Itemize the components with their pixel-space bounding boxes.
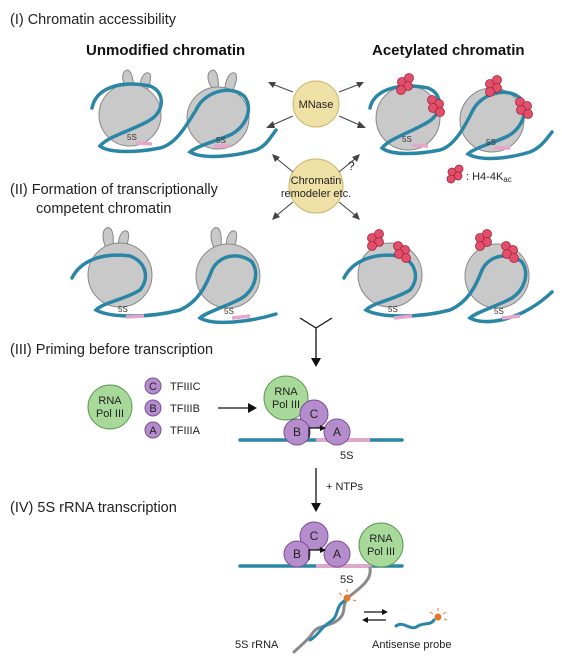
chromatin-remodeler bbox=[288, 158, 344, 214]
tfiiia bbox=[323, 540, 351, 568]
rrna-label: 5S rRNA bbox=[235, 639, 279, 651]
tfiiia bbox=[323, 418, 351, 446]
rna-pol-iii bbox=[263, 375, 309, 421]
tfiiib bbox=[283, 418, 311, 446]
acetyl-cluster bbox=[367, 229, 384, 251]
acetylated-chromatin-panel-1: 5S 5S bbox=[368, 73, 554, 161]
mnase-enzyme bbox=[292, 80, 340, 128]
tfiiib-name: TFIIIB bbox=[170, 403, 200, 415]
acetyl-cluster bbox=[501, 241, 519, 263]
dna-strand bbox=[342, 253, 554, 324]
bound-probe bbox=[308, 598, 348, 642]
tfiiib-letter: B bbox=[293, 425, 301, 439]
nucleosome bbox=[195, 243, 261, 309]
acetylation-legend: : H4-4Kac bbox=[446, 164, 512, 184]
section-3-title: (III) Priming before transcription bbox=[10, 342, 213, 358]
nucleosome bbox=[464, 243, 530, 309]
tfiiic-letter: C bbox=[310, 529, 319, 543]
gene-label-5s: 5S bbox=[216, 136, 226, 145]
tfiiia-icon bbox=[144, 421, 162, 439]
tfiiia-name: TFIIIA bbox=[170, 425, 201, 437]
tfiiia-letter: A bbox=[333, 425, 341, 439]
preinitiation-complex: RNA Pol III C B A 5S bbox=[238, 375, 404, 462]
pol-label-line2: Pol III bbox=[367, 546, 395, 558]
merge-arrow bbox=[299, 317, 333, 367]
tfiiic-icon bbox=[144, 377, 162, 395]
acetyl-cluster bbox=[475, 229, 492, 251]
rna-pol-iii bbox=[358, 522, 404, 568]
gene-label-5s: 5S bbox=[340, 574, 353, 586]
acetyl-cluster bbox=[393, 241, 411, 263]
tfiiia-letter: A bbox=[333, 547, 341, 561]
pol-label-line1: RNA bbox=[369, 533, 393, 545]
transcription-complex: C B A RNA Pol III 5S 5S rRNA bbox=[235, 521, 404, 654]
acetyl-cluster bbox=[485, 75, 502, 97]
question-mark: ? bbox=[348, 159, 355, 173]
pol-label-line2: Pol III bbox=[96, 408, 124, 420]
unmodified-chromatin-panel-1: 5S 5S bbox=[90, 69, 278, 159]
pol-label-line1: RNA bbox=[98, 395, 122, 407]
gene-label-5s: 5S bbox=[224, 307, 234, 316]
tfiiib bbox=[283, 540, 311, 568]
acetylated-chromatin-panel-2: 5S 5S bbox=[342, 229, 554, 324]
assembly-arrow bbox=[248, 403, 257, 413]
tfiiia-letter: A bbox=[149, 425, 157, 437]
rna-pol-iii bbox=[87, 384, 133, 430]
tfiiic-letter: C bbox=[149, 381, 157, 393]
ntps-label: + NTPs bbox=[326, 481, 363, 493]
pol-label-line1: RNA bbox=[274, 386, 298, 398]
gene-label-5s: 5S bbox=[494, 307, 504, 316]
tfiiic-letter: C bbox=[310, 407, 319, 421]
gene-label-5s: 5S bbox=[486, 138, 496, 147]
nascent-rrna bbox=[292, 566, 372, 654]
gene-label-5s: 5S bbox=[388, 305, 398, 314]
section-1-title: (I) Chromatin accessibility bbox=[10, 12, 177, 28]
gene-label-5s: 5S bbox=[127, 133, 137, 142]
header-unmodified: Unmodified chromatin bbox=[86, 42, 245, 59]
remodeler-label-line1: Chromatin bbox=[291, 175, 342, 187]
unmodified-chromatin-panel-2: 5S 5S bbox=[70, 227, 278, 325]
probe-label-dot bbox=[343, 594, 351, 602]
antisense-probe-label: Antisense probe bbox=[372, 639, 452, 651]
section-2-title-line1: (II) Formation of transcriptionally bbox=[10, 182, 219, 198]
dna-strand bbox=[90, 82, 278, 159]
gene-label-5s: 5S bbox=[402, 135, 412, 144]
header-acetylated: Acetylated chromatin bbox=[372, 42, 525, 59]
pol-label-line2: Pol III bbox=[272, 399, 300, 411]
acetyl-cluster bbox=[427, 95, 445, 117]
gene-label-5s: 5S bbox=[340, 450, 353, 462]
acetyl-cluster bbox=[396, 73, 414, 95]
section-4-title: (IV) 5S rRNA transcription bbox=[10, 500, 177, 516]
tfiiic-name: TFIIIC bbox=[170, 381, 201, 393]
remodeler-label-line2: remodeler etc. bbox=[281, 188, 351, 200]
dna-strand bbox=[70, 253, 278, 325]
tfiiib-letter: B bbox=[293, 547, 301, 561]
tfiiib-icon bbox=[144, 399, 162, 417]
acetylation-legend-label: : H4-4Kac bbox=[466, 171, 512, 184]
gene-label-5s: 5S bbox=[118, 305, 128, 314]
mnase-label: MNase bbox=[299, 99, 334, 111]
equilibrium-arrows bbox=[362, 609, 388, 623]
tfiiib-letter: B bbox=[149, 403, 156, 415]
factors-legend: RNA Pol III C TFIIIC B TFIIIB A TFIIIA bbox=[87, 377, 201, 439]
antisense-probe: Antisense probe bbox=[372, 608, 452, 651]
ntps-arrow bbox=[311, 503, 321, 512]
acetyl-cluster bbox=[515, 97, 533, 119]
section-2-title-line2: competent chromatin bbox=[36, 201, 171, 217]
